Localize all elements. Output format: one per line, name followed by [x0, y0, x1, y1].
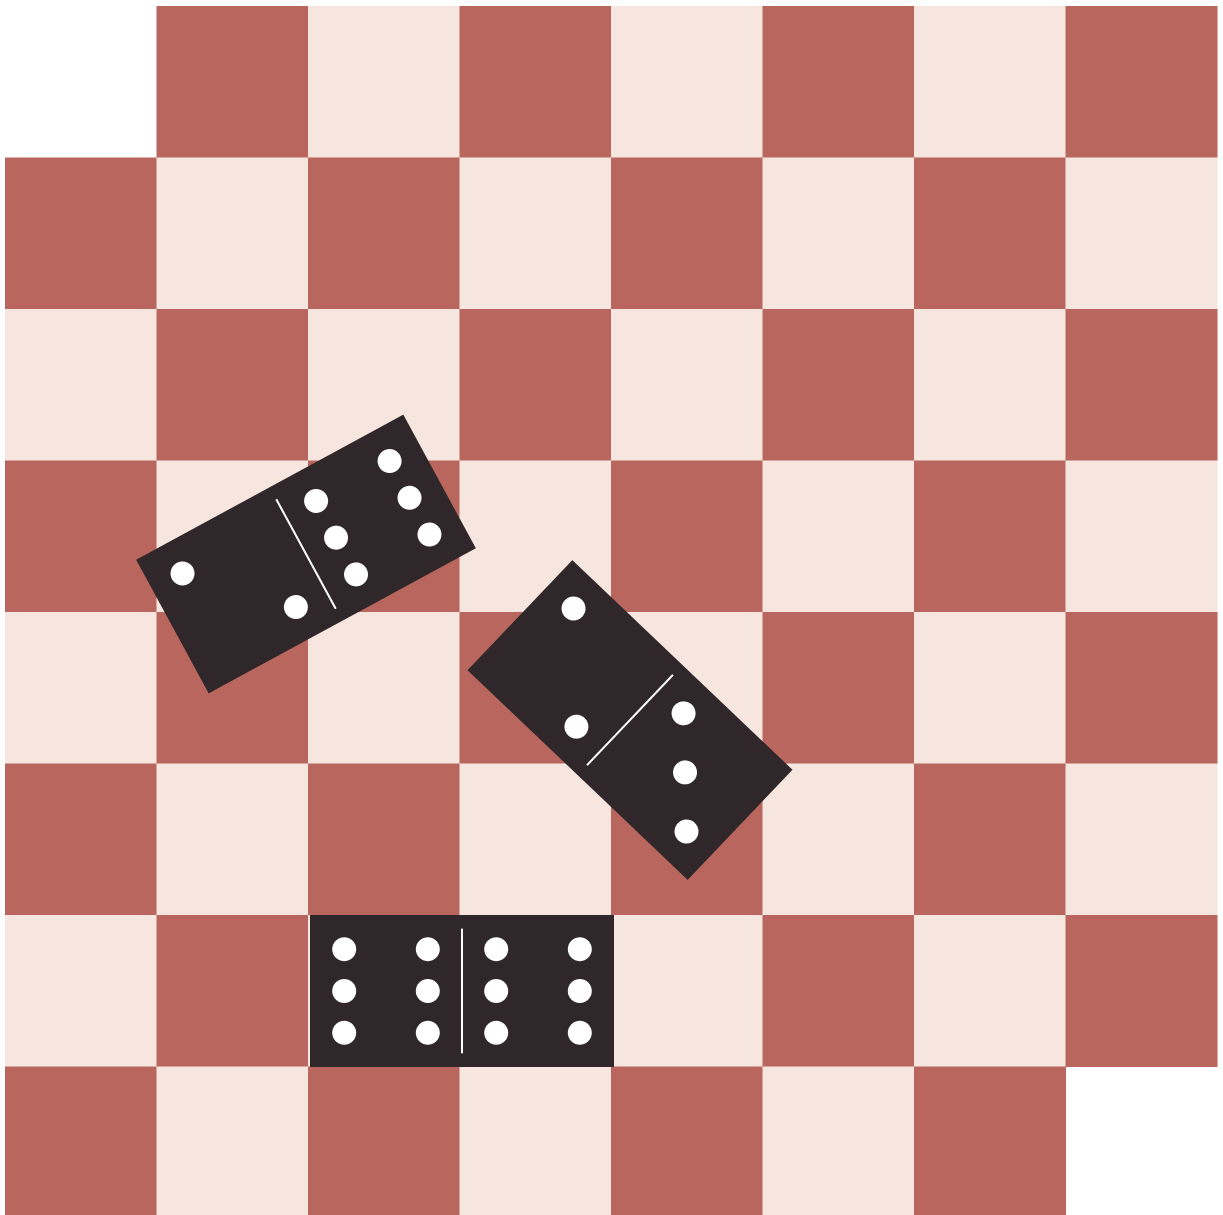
dark-square-r7-c2 [308, 1067, 460, 1215]
light-square-r1-c1 [157, 158, 309, 310]
domino-six-six-half1-pip-1 [332, 937, 356, 961]
dark-square-r2-c7 [1066, 309, 1218, 461]
dark-square-r2-c3 [460, 309, 612, 461]
light-square-r1-c5 [763, 158, 915, 310]
light-square-r1-c3 [460, 158, 612, 310]
domino-six-six-half1-pip-2 [332, 979, 356, 1003]
light-square-r6-c6 [914, 915, 1066, 1067]
dark-square-r6-c1 [157, 915, 309, 1067]
light-square-r2-c4 [611, 309, 763, 461]
domino-six-six-half1-pip-5 [416, 979, 440, 1003]
domino-six-six-half2-pip-1 [484, 937, 508, 961]
light-square-r1-c7 [1066, 158, 1218, 310]
dark-square-r2-c1 [157, 309, 309, 461]
light-square-r0-c4 [611, 6, 763, 158]
dark-square-r6-c7 [1066, 915, 1218, 1067]
dark-square-r7-c0 [5, 1067, 157, 1215]
domino-six-six-half2-pip-6 [568, 1021, 592, 1045]
light-square-r4-c2 [308, 612, 460, 764]
light-square-r7-c1 [157, 1067, 309, 1215]
light-square-r2-c6 [914, 309, 1066, 461]
domino-six-six-half2-pip-3 [484, 1021, 508, 1045]
domino-six-six [310, 915, 614, 1067]
light-square-r3-c7 [1066, 461, 1218, 613]
domino-six-six-half2-pip-5 [568, 979, 592, 1003]
dark-square-r1-c4 [611, 158, 763, 310]
domino-six-six-half2-pip-2 [484, 979, 508, 1003]
dark-square-r4-c7 [1066, 612, 1218, 764]
dark-square-r5-c2 [308, 764, 460, 916]
dark-square-r5-c6 [914, 764, 1066, 916]
dark-square-r0-c1 [157, 6, 309, 158]
dark-square-r3-c4 [611, 461, 763, 613]
light-square-r5-c3 [460, 764, 612, 916]
light-square-r0-c2 [308, 6, 460, 158]
dark-square-r5-c0 [5, 764, 157, 916]
domino-six-six-half1-pip-4 [416, 937, 440, 961]
light-square-r0-c6 [914, 6, 1066, 158]
light-square-r5-c5 [763, 764, 915, 916]
light-square-r4-c6 [914, 612, 1066, 764]
dark-square-r1-c2 [308, 158, 460, 310]
dark-square-r0-c3 [460, 6, 612, 158]
dark-square-r3-c0 [5, 461, 157, 613]
light-square-r7-c3 [460, 1067, 612, 1215]
dark-square-r1-c0 [5, 158, 157, 310]
light-square-r7-c5 [763, 1067, 915, 1215]
domino-six-six-half1-pip-3 [332, 1021, 356, 1045]
domino-six-six-half1-pip-6 [416, 1021, 440, 1045]
light-square-r3-c5 [763, 461, 915, 613]
domino-six-six-half2-pip-4 [568, 937, 592, 961]
light-square-r2-c0 [5, 309, 157, 461]
light-square-r5-c7 [1066, 764, 1218, 916]
light-square-r6-c4 [611, 915, 763, 1067]
dark-square-r1-c6 [914, 158, 1066, 310]
dark-square-r4-c5 [763, 612, 915, 764]
dark-square-r2-c5 [763, 309, 915, 461]
dark-square-r7-c6 [914, 1067, 1066, 1215]
dark-square-r0-c5 [763, 6, 915, 158]
light-square-r6-c0 [5, 915, 157, 1067]
light-square-r5-c1 [157, 764, 309, 916]
dark-square-r0-c7 [1066, 6, 1218, 158]
light-square-r4-c0 [5, 612, 157, 764]
dark-square-r3-c6 [914, 461, 1066, 613]
dark-square-r6-c5 [763, 915, 915, 1067]
dark-square-r7-c4 [611, 1067, 763, 1215]
